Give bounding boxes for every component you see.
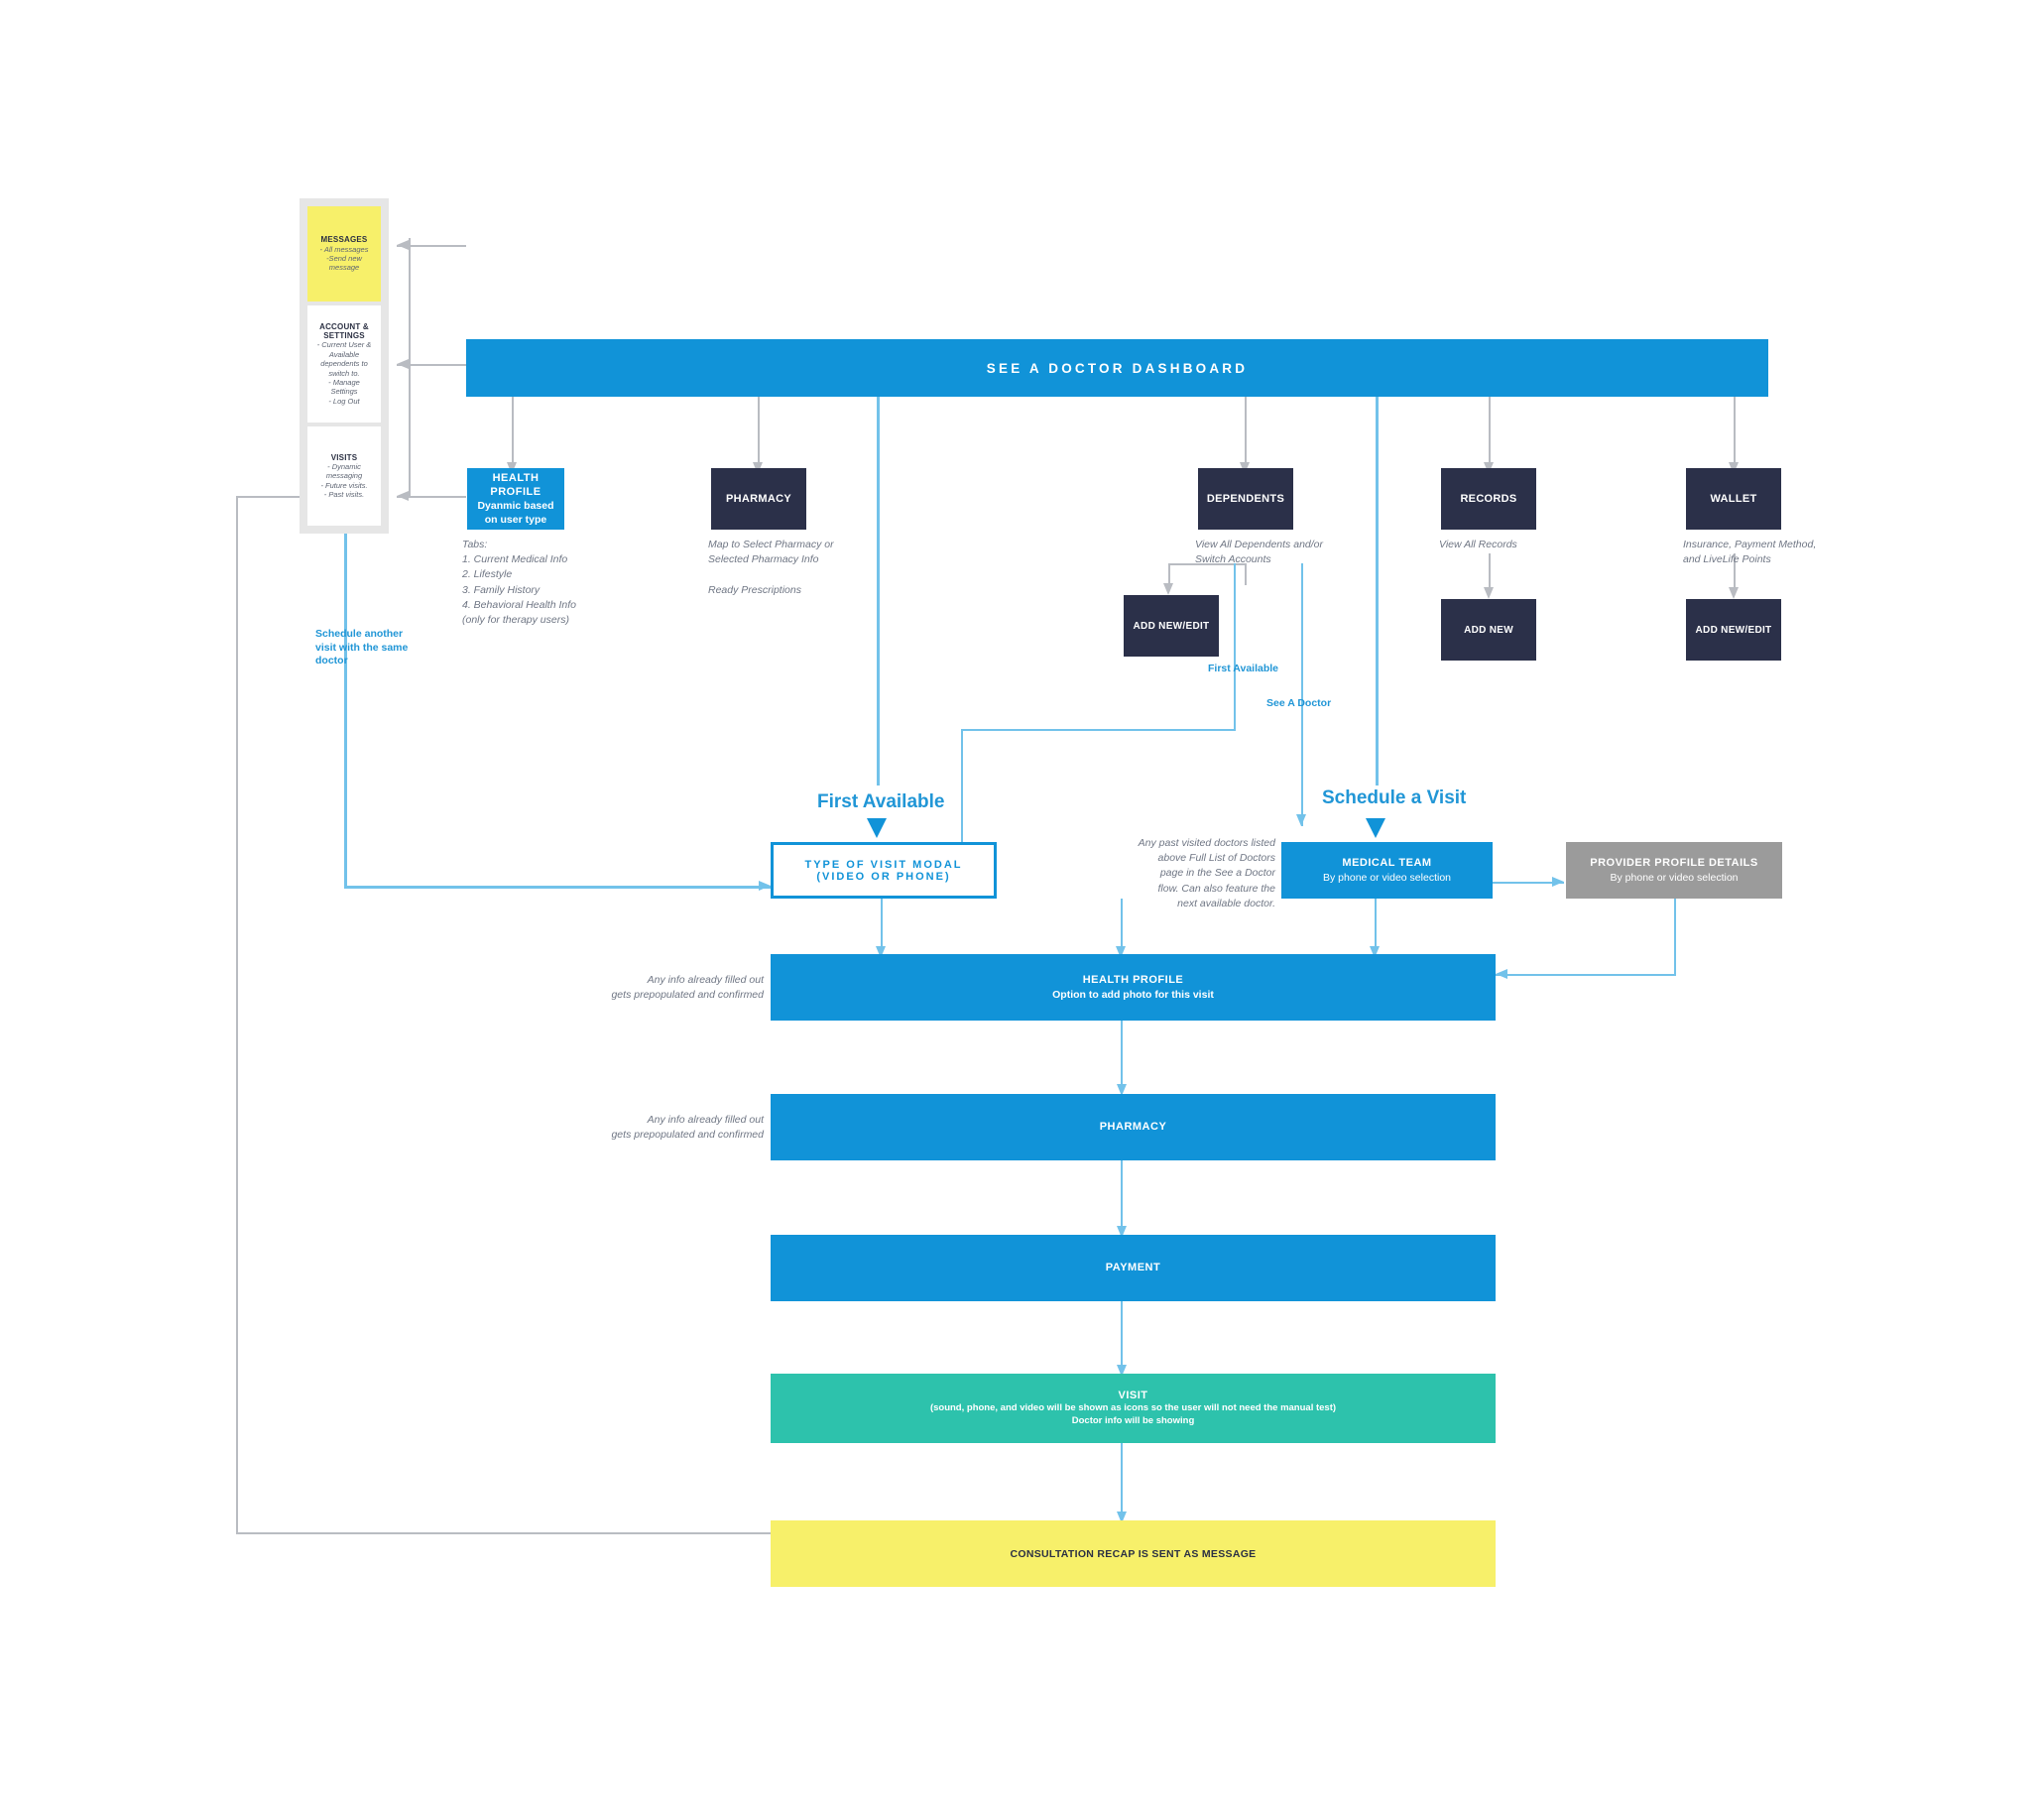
connector-blue bbox=[1301, 757, 1303, 826]
nav-card-account-settings[interactable]: ACCOUNT & SETTINGS - Current User & Avai… bbox=[307, 305, 381, 423]
dashboard-title: SEE A DOCTOR DASHBOARD bbox=[986, 360, 1249, 376]
box-title: RECORDS bbox=[1460, 493, 1517, 505]
connector-gray-loopback bbox=[236, 1532, 771, 1534]
connector-blue bbox=[1234, 563, 1236, 730]
banner-title: CONSULTATION RECAP IS SENT AS MESSAGE bbox=[1010, 1547, 1257, 1560]
connector-blue bbox=[1376, 397, 1379, 786]
banner-pharmacy[interactable]: PHARMACY bbox=[771, 1094, 1496, 1160]
connector-gray bbox=[1245, 563, 1247, 585]
connector-gray bbox=[397, 496, 466, 498]
nav-card-lines: - Current User & Available dependents to… bbox=[316, 340, 372, 406]
box-provider-profile-details[interactable]: PROVIDER PROFILE DETAILS By phone or vid… bbox=[1566, 842, 1782, 899]
connector-gray bbox=[1734, 553, 1736, 593]
box-title: PHARMACY bbox=[726, 493, 791, 505]
modal-line-1: TYPE OF VISIT MODAL bbox=[804, 858, 963, 871]
caption-wallet: Insurance, Payment Method, and LiveLife … bbox=[1683, 539, 1817, 566]
connector-gray bbox=[397, 364, 466, 366]
connector-gray bbox=[1734, 397, 1736, 466]
caption-health-profile: Tabs: 1. Current Medical Info 2. Lifesty… bbox=[462, 539, 576, 627]
banner-subtitle: Option to add photo for this visit bbox=[1052, 988, 1214, 1001]
modal-line-2: (VIDEO OR PHONE) bbox=[816, 870, 951, 883]
caption-pharmacy-banner: Any info already filled out gets prepopu… bbox=[611, 1114, 764, 1142]
banner-consultation-recap[interactable]: CONSULTATION RECAP IS SENT AS MESSAGE bbox=[771, 1520, 1496, 1587]
label-first-available-big: First Available bbox=[817, 791, 945, 812]
note-past-visited-doctors: Any past visited doctors listed above Fu… bbox=[1138, 837, 1275, 909]
connector-gray-loopback bbox=[236, 496, 325, 498]
banner-subtitle: (sound, phone, and video will be shown a… bbox=[929, 1402, 1337, 1427]
nav-card-title: ACCOUNT & SETTINGS bbox=[319, 322, 369, 341]
connector-gray bbox=[409, 238, 411, 498]
connector-blue bbox=[1121, 899, 1123, 952]
connector-blue bbox=[1496, 974, 1676, 976]
nav-card-lines: - Dynamic messaging - Future visits. - P… bbox=[320, 461, 368, 499]
box-medical-team[interactable]: MEDICAL TEAM By phone or video selection bbox=[1281, 842, 1493, 899]
box-title: HEALTH PROFILE bbox=[490, 471, 541, 498]
box-subtitle: By phone or video selection bbox=[1610, 871, 1739, 884]
box-type-of-visit-modal[interactable]: TYPE OF VISIT MODAL (VIDEO OR PHONE) bbox=[771, 842, 997, 899]
box-dependents[interactable]: DEPENDENTS bbox=[1198, 468, 1293, 530]
connector-gray bbox=[1168, 563, 1170, 588]
box-records[interactable]: RECORDS bbox=[1441, 468, 1536, 530]
banner-title: HEALTH PROFILE bbox=[1082, 974, 1184, 987]
caption-dependents: View All Dependents and/or Switch Accoun… bbox=[1195, 539, 1323, 566]
box-dependents-add-new-edit[interactable]: ADD NEW/EDIT bbox=[1124, 595, 1219, 657]
connector-blue bbox=[1493, 882, 1564, 884]
box-title: ADD NEW bbox=[1464, 624, 1513, 636]
banner-health-profile[interactable]: HEALTH PROFILE Option to add photo for t… bbox=[771, 954, 1496, 1021]
connector-gray bbox=[758, 397, 760, 466]
connector-gray bbox=[1168, 563, 1246, 565]
banner-visit[interactable]: VISIT (sound, phone, and video will be s… bbox=[771, 1374, 1496, 1443]
connector-gray-loopback bbox=[236, 496, 238, 1533]
box-pharmacy[interactable]: PHARMACY bbox=[711, 468, 806, 530]
connector-blue bbox=[881, 899, 883, 952]
nav-card-title: VISITS bbox=[330, 452, 358, 462]
label-first-available-small: First Available bbox=[1208, 663, 1278, 674]
box-records-add-new[interactable]: ADD NEW bbox=[1441, 599, 1536, 661]
nav-card-messages[interactable]: MESSAGES - All messages -Send new messag… bbox=[307, 206, 381, 302]
connector-blue bbox=[1121, 1443, 1123, 1517]
nav-card-lines: - All messages -Send new message bbox=[319, 244, 369, 273]
connector-blue bbox=[1375, 899, 1377, 952]
banner-title: VISIT bbox=[1118, 1390, 1148, 1402]
banner-title: PHARMACY bbox=[1099, 1121, 1167, 1134]
connector-blue bbox=[1674, 899, 1676, 976]
connector-gray bbox=[1489, 397, 1491, 466]
box-title: PROVIDER PROFILE DETAILS bbox=[1590, 857, 1758, 870]
box-subtitle: By phone or video selection bbox=[1323, 871, 1451, 884]
box-title: WALLET bbox=[1710, 493, 1757, 505]
connector-blue bbox=[344, 529, 347, 888]
connector-blue bbox=[1121, 1160, 1123, 1232]
caption-records: View All Records bbox=[1439, 539, 1517, 550]
label-see-a-doctor-small: See A Doctor bbox=[1266, 697, 1332, 709]
connector-blue bbox=[1301, 563, 1303, 759]
box-health-profile[interactable]: HEALTH PROFILE Dyanmic based on user typ… bbox=[467, 468, 564, 530]
nav-card-visits[interactable]: VISITS - Dynamic messaging - Future visi… bbox=[307, 426, 381, 526]
box-wallet[interactable]: WALLET bbox=[1686, 468, 1781, 530]
banner-title: PAYMENT bbox=[1105, 1262, 1161, 1274]
box-title: ADD NEW/EDIT bbox=[1695, 624, 1772, 636]
connector-gray bbox=[397, 245, 466, 247]
connector-blue bbox=[961, 729, 963, 884]
connector-blue bbox=[877, 397, 880, 786]
label-schedule-a-visit-big: Schedule a Visit bbox=[1322, 787, 1467, 808]
box-title: MEDICAL TEAM bbox=[1342, 857, 1432, 870]
box-subtitle: Dyanmic based on user type bbox=[477, 500, 554, 527]
connector-blue bbox=[1121, 1301, 1123, 1371]
caption-health-profile-banner: Any info already filled out gets prepopu… bbox=[611, 974, 764, 1002]
label-schedule-another-visit: Schedule another visit with the same doc… bbox=[315, 628, 409, 667]
connector-blue bbox=[344, 886, 771, 889]
nav-card-title: MESSAGES bbox=[320, 235, 368, 245]
connector-gray bbox=[512, 397, 514, 466]
box-wallet-add-new-edit[interactable]: ADD NEW/EDIT bbox=[1686, 599, 1781, 661]
box-title: ADD NEW/EDIT bbox=[1133, 620, 1210, 632]
connector-blue bbox=[961, 729, 1236, 731]
box-title: DEPENDENTS bbox=[1206, 493, 1285, 505]
caption-pharmacy: Map to Select Pharmacy or Selected Pharm… bbox=[708, 539, 834, 596]
connector-gray bbox=[1489, 553, 1491, 593]
banner-payment[interactable]: PAYMENT bbox=[771, 1235, 1496, 1301]
dashboard-header[interactable]: SEE A DOCTOR DASHBOARD bbox=[466, 339, 1768, 397]
connector-gray bbox=[1245, 397, 1247, 466]
connector-blue bbox=[1121, 1021, 1123, 1090]
